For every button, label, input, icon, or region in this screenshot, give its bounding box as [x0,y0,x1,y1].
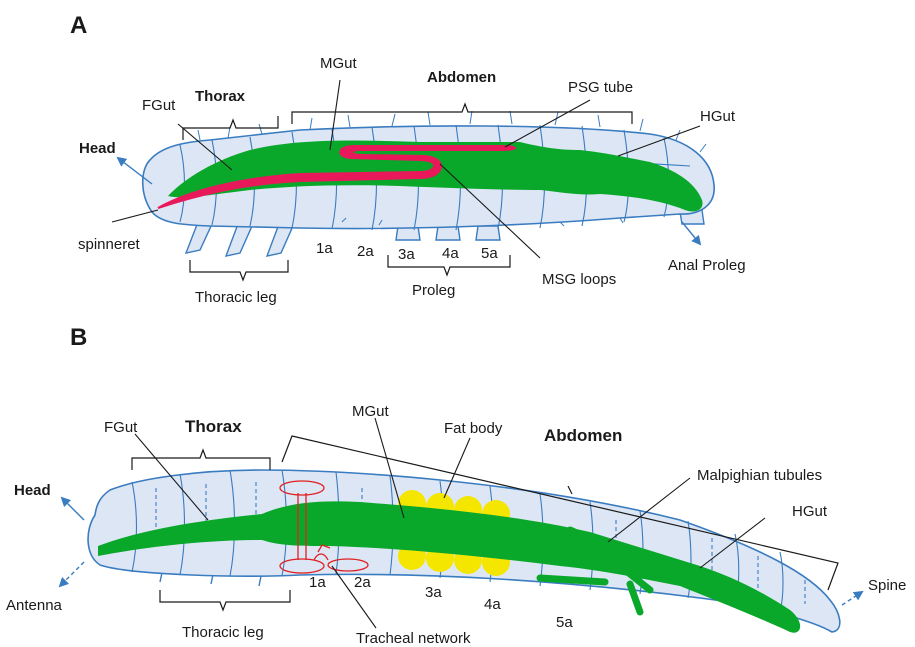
label-proleg-a: Proleg [412,282,455,299]
panel-a: A [70,12,746,306]
thoracic-leg-bracket-a [190,260,288,280]
panel-b-antenna-arrow [60,562,84,586]
thoracic-leg-bracket-b [160,590,290,610]
label-abdomen-b: Abdomen [544,426,622,445]
label-psg-tube: PSG tube [568,79,633,96]
label-mgut-b: MGut [352,403,390,420]
label-seg-3a-a: 3a [398,246,415,263]
label-spine: Spine [868,577,906,594]
label-seg-3a-b: 3a [425,584,442,601]
label-msg-loops: MSG loops [542,271,616,288]
abdomen-bracket-a [292,104,632,124]
label-hgut-a: HGut [700,108,736,125]
label-seg-5a-a: 5a [481,245,498,262]
label-head-a: Head [79,140,116,157]
label-fgut-b: FGut [104,419,138,436]
label-seg-1a-b: 1a [309,574,326,591]
label-thoracic-leg-b: Thoracic leg [182,624,264,641]
label-spinneret: spinneret [78,236,141,253]
panel-a-letter: A [70,12,87,39]
thoracic-leg-2 [226,224,252,256]
label-seg-4a-b: 4a [484,596,501,613]
label-seg-2a-b: 2a [354,574,371,591]
label-abdomen-a: Abdomen [427,69,496,86]
label-thorax-a: Thorax [195,88,246,105]
proleg-5a [476,226,500,240]
label-tracheal: Tracheal network [356,630,471,647]
panel-b: B [6,324,906,647]
panel-a-anal-arrow [682,222,700,244]
thorax-bracket-b [132,450,270,470]
label-thoracic-leg-a: Thoracic leg [195,289,277,306]
label-seg-2a-a: 2a [357,243,374,260]
label-antenna: Antenna [6,597,63,614]
label-hgut-b: HGut [792,503,828,520]
label-thorax-b: Thorax [185,417,242,436]
label-fat-body: Fat body [444,420,503,437]
panel-b-head-arrow [62,498,84,520]
thoracic-leg-3 [267,224,293,256]
label-seg-4a-a: 4a [442,245,459,262]
label-anal-proleg: Anal Proleg [668,257,746,274]
panel-b-spine-arrow [842,592,862,605]
label-head-b: Head [14,482,51,499]
label-malpighian: Malpighian tubules [697,467,822,484]
label-seg-1a-a: 1a [316,240,333,257]
label-mgut-a: MGut [320,55,358,72]
label-seg-5a-b: 5a [556,614,573,631]
label-fgut-a: FGut [142,97,176,114]
panel-b-letter: B [70,324,87,351]
